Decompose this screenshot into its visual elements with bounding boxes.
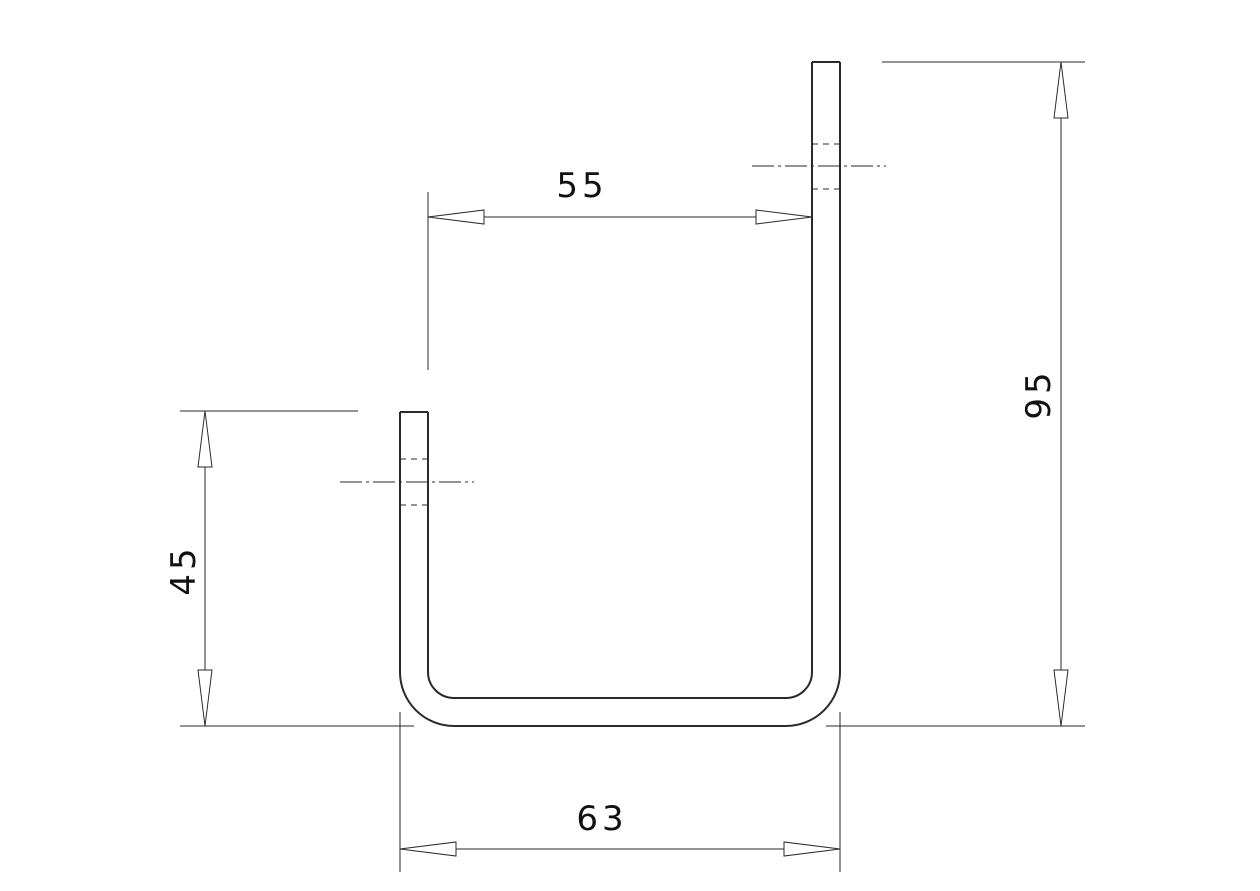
dimension-overall-width: 63	[399, 712, 841, 872]
dimension-overall-height: 95	[826, 61, 1085, 727]
arrow-left	[399, 841, 457, 857]
arrow-left	[427, 209, 485, 225]
left-hole-marks	[340, 458, 474, 506]
dimension-label-left-leg-height: 45	[164, 544, 204, 595]
dimension-inner-width: 55	[427, 166, 813, 370]
arrow-bottom	[197, 669, 213, 727]
part-inner-contour	[427, 62, 813, 699]
dimension-left-leg-height: 45	[164, 410, 414, 727]
arrow-top	[1053, 61, 1069, 119]
arrow-top	[197, 410, 213, 468]
arrow-right	[783, 841, 841, 857]
dimension-label-overall-width: 63	[576, 799, 627, 839]
part-outer-contour	[399, 62, 841, 727]
dimension-label-overall-height: 95	[1019, 368, 1059, 419]
arrow-right	[755, 209, 813, 225]
part-outline	[399, 61, 841, 727]
right-hole-marks	[752, 143, 886, 190]
arrow-bottom	[1053, 669, 1069, 727]
dimension-label-inner-width: 55	[556, 166, 607, 206]
